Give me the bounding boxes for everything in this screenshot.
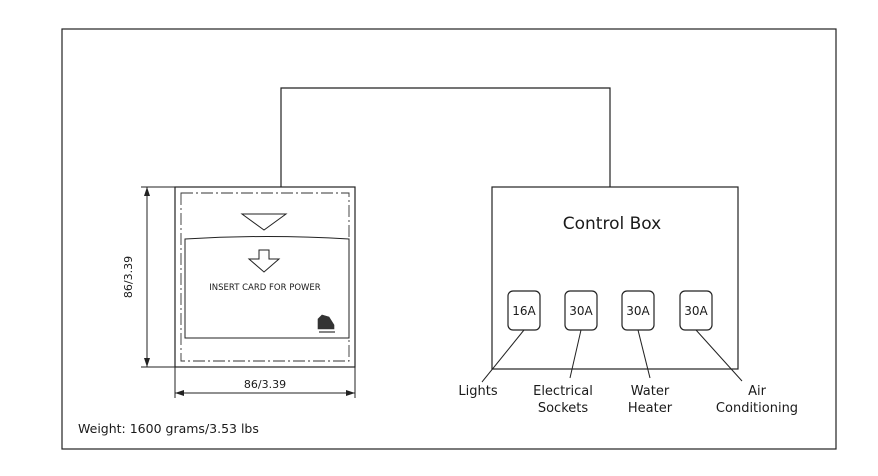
breaker-rating-3: 30A (626, 304, 650, 318)
width-dimension-label: 86/3.39 (244, 378, 286, 391)
card-slot-triangle-icon (240, 213, 288, 231)
breaker-label-3: Heater (628, 401, 673, 416)
breaker-rating-1: 16A (512, 304, 536, 318)
width-dimension: 86/3.39 (174, 367, 356, 398)
card-switch: INSERT CARD FOR POWER 86/3.39 86/3.39 (122, 186, 356, 398)
breaker-label-2: Electrical (533, 384, 593, 399)
connection-wire (280, 87, 611, 187)
breaker-leader-3 (637, 329, 651, 379)
control-box-frame (491, 186, 739, 370)
breaker-label-4: Conditioning (716, 401, 798, 416)
breaker-label-3: Water (631, 384, 670, 399)
breaker-label-4: Air (748, 384, 767, 399)
insert-arrow-icon (247, 249, 281, 273)
height-dimension-label: 86/3.39 (122, 256, 135, 298)
control-box: Control Box 16A Lights 30A ElectricalSocket… (458, 186, 798, 416)
breaker-label-2: Sockets (538, 401, 589, 416)
hand-card-icon (317, 314, 335, 333)
insert-card-label: INSERT CARD FOR POWER (209, 283, 320, 293)
breaker-leader-2 (569, 329, 582, 379)
breaker-leader-4 (695, 329, 743, 382)
height-dimension: 86/3.39 (122, 186, 175, 368)
weight-label: Weight: 1600 grams/3.53 lbs (78, 421, 259, 436)
outer-frame (61, 28, 837, 450)
breaker-leader-1 (481, 329, 525, 383)
switch-faceplate (174, 186, 356, 368)
card-slot[interactable] (184, 236, 350, 339)
control-box-title: Control Box (563, 214, 661, 234)
switch-inner-outline (180, 192, 350, 362)
breaker-label-1: Lights (458, 384, 497, 399)
breaker-rating-2: 30A (569, 304, 593, 318)
breaker-rating-4: 30A (684, 304, 708, 318)
